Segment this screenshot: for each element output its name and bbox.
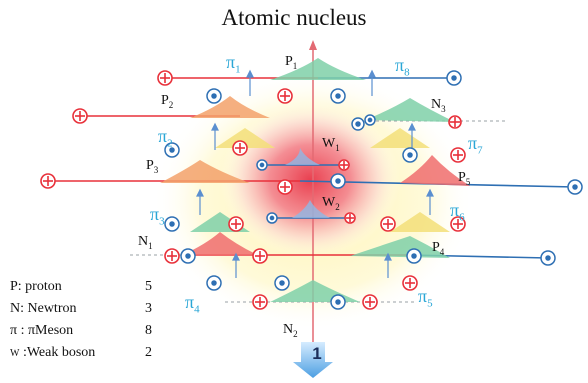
label-p5: P5 <box>458 170 471 187</box>
weak-boson-tracks <box>263 148 350 219</box>
proton-icon <box>338 159 350 171</box>
dot-icon <box>164 142 180 158</box>
proton-icon <box>344 212 356 224</box>
label-pi1: π1 <box>226 52 241 76</box>
dot-markers <box>164 70 583 310</box>
label-p4: P4 <box>432 240 445 257</box>
dot-icon <box>330 88 346 104</box>
dot-icon <box>567 179 583 195</box>
proton-icon <box>228 216 244 232</box>
label-pi2: π2 <box>158 126 173 150</box>
proton-icon <box>402 275 418 291</box>
dot-icon <box>256 159 268 171</box>
dot-icon <box>206 88 222 104</box>
proton-markers <box>40 70 466 310</box>
arrow-number: 1 <box>312 344 322 363</box>
dot-icon <box>180 248 196 264</box>
label-pi4: π4 <box>185 292 200 316</box>
dot-icon <box>446 70 462 86</box>
proton-icon <box>380 216 396 232</box>
proton-icon <box>232 140 248 156</box>
label-p1: P1 <box>285 54 298 71</box>
proton-icon <box>252 294 268 310</box>
dot-icon <box>402 147 418 163</box>
proton-icon <box>164 248 180 264</box>
dot-icon <box>540 250 556 266</box>
label-pi8: π8 <box>395 55 410 79</box>
dot-icon <box>164 216 180 232</box>
proton-icon <box>362 294 378 310</box>
page-title: Atomic nucleus <box>221 5 367 30</box>
proton-icon <box>277 179 293 195</box>
proton-icon <box>448 115 462 129</box>
label-pi6: π6 <box>450 200 465 224</box>
label-pi7: π7 <box>468 133 483 157</box>
label-n1: N1 <box>138 234 153 251</box>
proton-icon <box>157 70 173 86</box>
pion-arrows <box>196 69 434 278</box>
dot-icon <box>206 275 222 291</box>
dot-icon <box>274 275 290 291</box>
down-arrow-icon <box>293 342 333 378</box>
dot-icon <box>406 248 422 264</box>
dot-icon <box>266 212 278 224</box>
label-n3: N3 <box>431 97 446 114</box>
nucleus-core <box>220 102 400 258</box>
dot-icon <box>364 114 376 126</box>
dot-icon <box>351 117 365 131</box>
wave-packets <box>160 58 470 302</box>
label-pi5: π5 <box>418 286 433 310</box>
proton-icon <box>40 173 56 189</box>
label-pi3: π3 <box>150 204 165 228</box>
label-w1: W1 <box>322 136 340 153</box>
label-p2: P2 <box>161 93 174 110</box>
dot-icon <box>330 294 346 310</box>
proton-icon <box>450 147 466 163</box>
label-w2: W2 <box>322 195 340 212</box>
proton-icon <box>72 108 88 124</box>
dot-icon <box>330 173 346 189</box>
proton-icon <box>450 216 466 232</box>
label-p3: P3 <box>146 158 159 175</box>
central-axis-arrowhead <box>309 40 317 50</box>
proton-icon <box>277 88 293 104</box>
label-n2: N2 <box>283 322 298 339</box>
proton-icon <box>252 248 268 264</box>
